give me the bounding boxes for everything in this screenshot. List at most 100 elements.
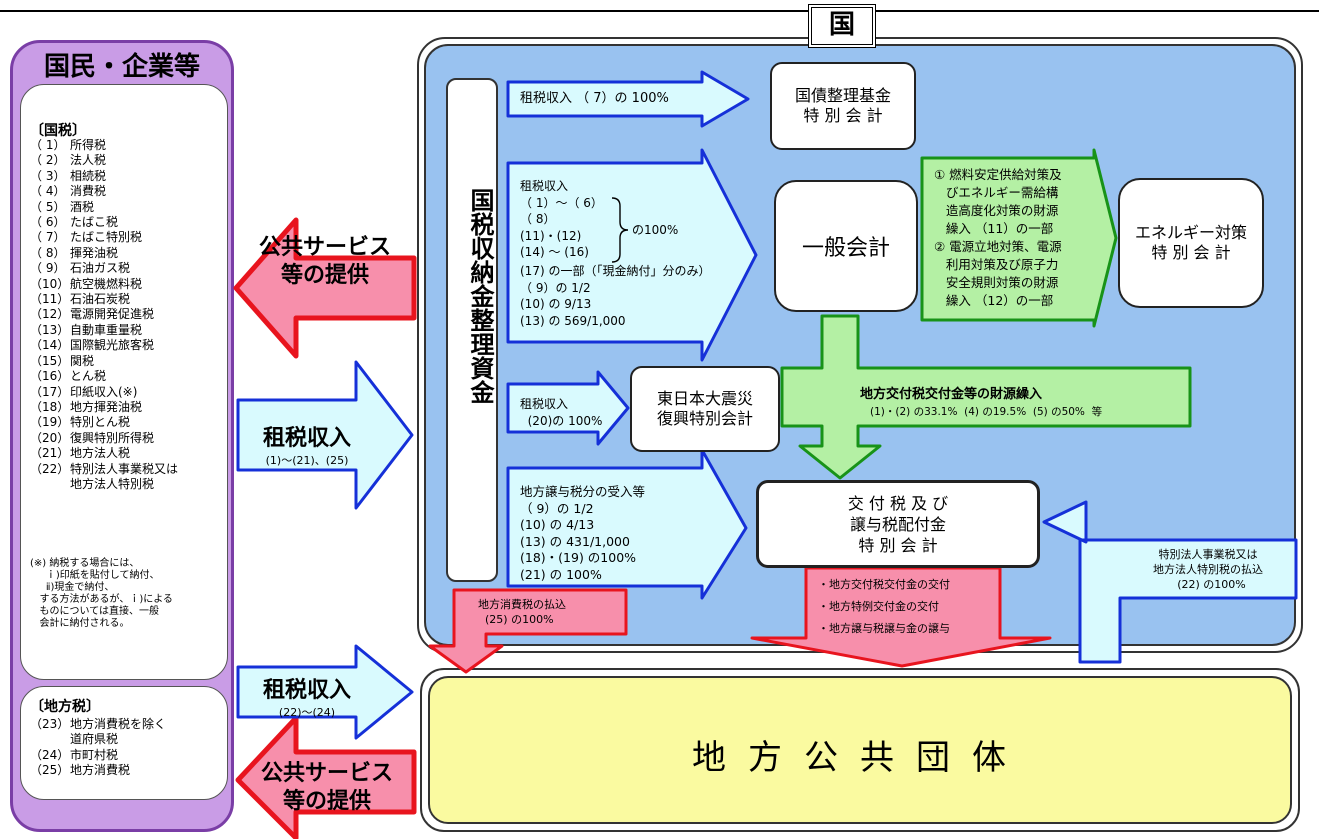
arrow-tax-to-allocation	[506, 448, 748, 600]
national-tax-list: （ 1） 所得税 （ 2） 法人税 （ 3） 相続税（ 4）消費税（ 5） 酒税（ 6）たば…	[30, 138, 178, 492]
local-allocation-title: 地方交付税交付金等の財源繰入	[860, 387, 1043, 402]
tax-number: （ 9）	[30, 261, 66, 276]
tax-item: （ 8） 揮発油税	[30, 246, 178, 261]
arrow-tax-to-reconstruction	[506, 370, 630, 446]
energy-transfer-label: ① 燃料安定供給対策及 びエネルギー需給構 造高度化対策の財源 繰入 （11）の…	[934, 167, 1062, 308]
arrow-special-corp-payment	[1042, 500, 1298, 664]
reconstruction-account: 東日本大震災 復興特別会計	[630, 366, 780, 452]
tax-item: （ 4）消費税	[30, 184, 178, 199]
revenue-main-label: 租税収入 (1)～(21)、(25)	[240, 420, 374, 468]
arrow-general-to-energy	[920, 148, 1118, 328]
tax-number: （ 8）	[30, 245, 66, 260]
tax-name: 国際観光旅客税	[70, 338, 155, 353]
tax-number: （14）	[30, 338, 70, 353]
top-rule	[0, 10, 1319, 12]
tax-item: （ 9） 石油ガス税	[30, 261, 178, 276]
tax-number: （ 2）	[30, 153, 66, 168]
tax-item: （10）航空機燃料税	[30, 277, 178, 292]
tax-name: 印紙収入(※)	[70, 384, 138, 399]
revenue-local-title: 租税収入	[262, 678, 351, 703]
tax-item: （11）石油石炭税	[30, 292, 178, 307]
tax-number: （10）	[30, 276, 70, 291]
revenue-main-title: 租税収入	[262, 426, 351, 451]
tax-name: 法人税	[70, 153, 107, 168]
tax-name: 道府県税	[70, 732, 119, 747]
tax-number: （12）	[30, 307, 70, 322]
tax-number: （15）	[30, 353, 70, 368]
arrow-allocation-distribution	[750, 566, 1052, 668]
tax-number: （ 1）	[30, 138, 66, 152]
tax-number: （24）	[30, 747, 70, 762]
tax-number: （17）	[30, 384, 70, 399]
tax-item: （ 7） たばこ特別税	[30, 230, 178, 245]
tax-number: （11）	[30, 292, 70, 307]
tax-name: 石油石炭税	[70, 292, 131, 307]
local-tax-list: （23）地方消費税を除く道府県税（24）市町村税（25）地方消費税	[30, 717, 166, 779]
tax-number: （23）	[30, 717, 70, 731]
tax-number: （ 3）	[30, 168, 66, 183]
tax-name: 地方法人税	[70, 446, 131, 461]
tax-item: （ 3） 相続税	[30, 169, 178, 184]
tax-number: （22）	[30, 461, 70, 476]
tax-name: たばこ税	[70, 215, 119, 230]
tax-name: 関税	[70, 353, 95, 368]
tax-item: （ 2） 法人税	[30, 153, 178, 168]
local-consumption-label: 地方消費税の払込 (25) の100%	[478, 598, 566, 626]
revenue-main-sub: (1)～(21)、(25)	[265, 454, 349, 467]
public-service-top-label: 公共サービス 等の提供	[258, 235, 391, 288]
local-tax-heading: 〔地方税〕	[30, 699, 100, 715]
tax-item: （17）印紙収入(※)	[30, 385, 178, 400]
tax-item: （ 1） 所得税	[30, 138, 178, 153]
tax-number: （ 5）	[30, 199, 66, 214]
energy-account-label: エネルギー対策 特 別 会 計	[1134, 223, 1247, 262]
allocation-account-label: 交 付 税 及 び 譲与税配付金 特 別 会 計	[847, 493, 949, 555]
local-tax-box	[20, 686, 228, 800]
national-tax-box	[20, 84, 228, 680]
treasury-fund-label: 国税収納金整理資金	[466, 188, 494, 404]
tax-item: （18）地方揮発油税	[30, 400, 178, 415]
tax-number: （16）	[30, 369, 70, 384]
tax-name: 所得税	[70, 138, 107, 152]
tax-name: 特別法人事業税又は	[70, 461, 179, 476]
tax-item: （21）地方法人税	[30, 446, 178, 461]
tax-name: 相続税	[70, 168, 107, 183]
tax-name: たばこ特別税	[70, 230, 143, 245]
tax-name: 航空機燃料税	[70, 276, 143, 291]
tax-name: 地方消費税を除く	[70, 717, 167, 731]
tax-item: （20）復興特別所得税	[30, 431, 178, 446]
tax-item: （ 5） 酒税	[30, 200, 178, 215]
arrow-general-brace-label: の100%	[632, 223, 679, 237]
treasury-fund-column	[446, 78, 498, 582]
tax-name: 自動車重量税	[70, 322, 143, 337]
tax-item: （23）地方消費税を除く	[30, 717, 166, 732]
local-government-area	[428, 676, 1292, 824]
tax-number: （ 7）	[30, 230, 66, 245]
general-account: 一般会計	[774, 180, 918, 312]
arrow-allocation-label: 地方譲与税分の受入等 （ 9）の 1/2 (10) の 4/13 (13) の …	[520, 484, 646, 582]
tax-item: （ 6）たばこ税	[30, 215, 178, 230]
tax-number: （20）	[30, 430, 70, 445]
tax-name: 石油ガス税	[70, 261, 131, 276]
country-label: 国	[808, 4, 876, 48]
tax-name: 酒税	[70, 199, 95, 214]
arrow-tax-to-debt	[506, 70, 750, 128]
tax-name: とん税	[70, 369, 107, 384]
tax-name: 地方消費税	[70, 763, 131, 778]
tax-item: （25）地方消費税	[30, 763, 166, 778]
tax-item: （15）関税	[30, 354, 178, 369]
local-allocation-detail: (1)・(2) の33.1% (4) の19.5% (5) の50% 等	[870, 406, 1103, 418]
tax-name: 復興特別所得税	[70, 430, 155, 445]
general-account-label: 一般会計	[801, 236, 890, 261]
tax-name: 地方揮発油税	[70, 399, 143, 414]
arrow-general-lines: 租税収入 （ 1）～（ 6） （ 8） (11)・(12) (14) ～ (16…	[520, 179, 603, 259]
tax-number: （25）	[30, 763, 70, 778]
tax-name: 揮発油税	[70, 245, 119, 260]
tax-number: （18）	[30, 399, 70, 414]
tax-name: 市町村税	[70, 747, 119, 762]
tax-number: （13）	[30, 322, 70, 337]
tax-item: 道府県税	[30, 732, 166, 747]
arrow-general-to-allocation	[780, 314, 1192, 480]
debt-account-label: 国債整理基金 特 別 会 計	[794, 86, 891, 125]
tax-item: （14）国際観光旅客税	[30, 338, 178, 353]
